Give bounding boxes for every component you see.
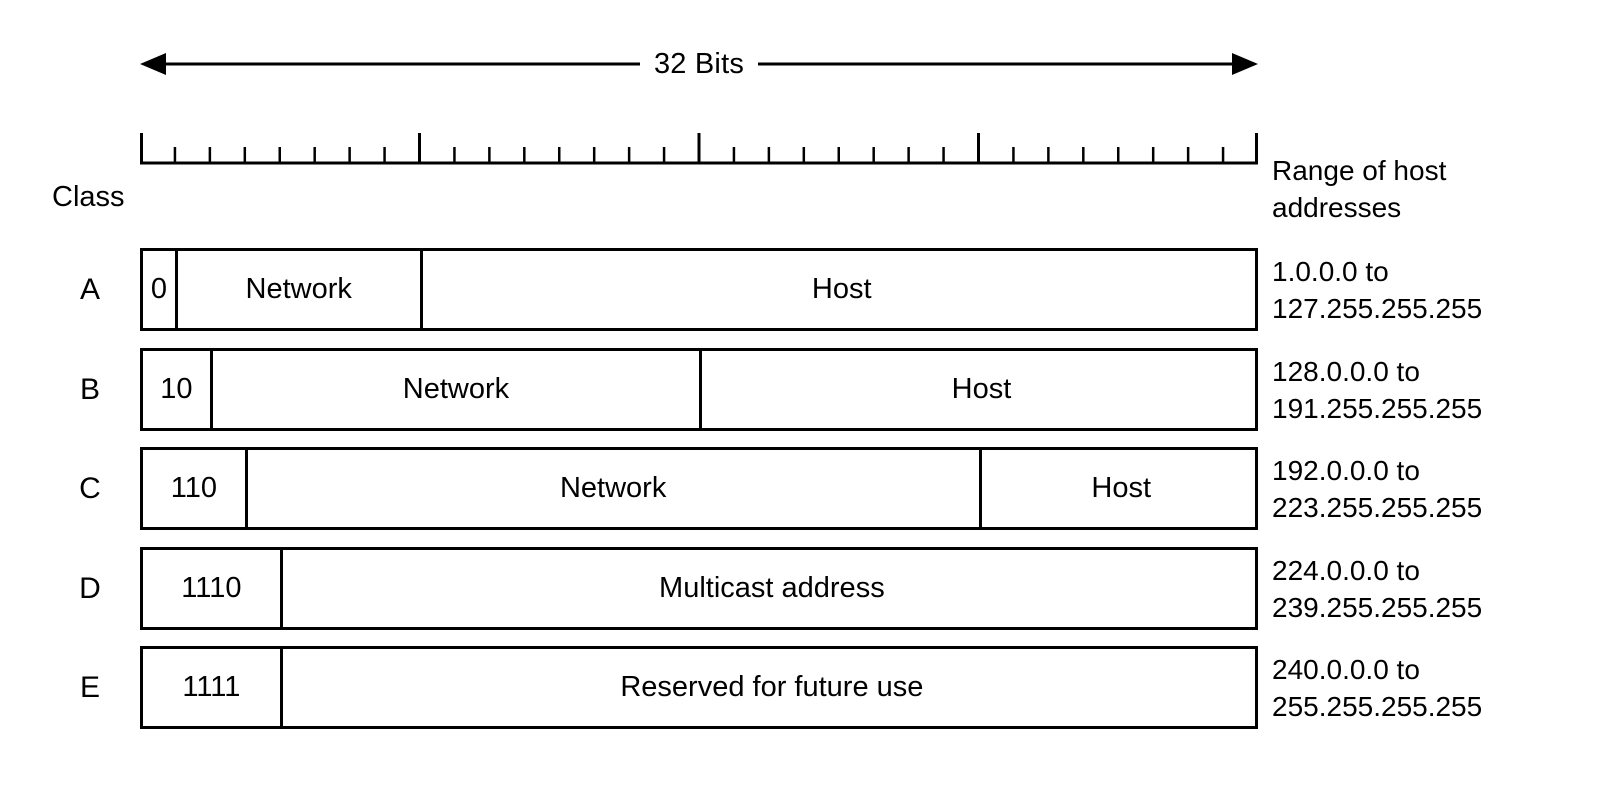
field-label: Multicast address — [659, 572, 885, 604]
class-letter-e: E — [79, 670, 100, 704]
address-range-line2: 191.255.255.255 — [1272, 392, 1483, 424]
field-label: Reserved for future use — [620, 671, 924, 703]
class-letter-a: A — [79, 272, 100, 306]
field-label: Network — [402, 373, 510, 405]
address-range-line1: 1.0.0.0 to — [1272, 255, 1389, 287]
field-label: Host — [951, 373, 1012, 405]
bit-field-row-b: 10 Network Host — [140, 348, 1258, 431]
field-label: Host — [811, 273, 872, 305]
bit-field-row-e: 1111 Reserved for future use — [140, 646, 1258, 729]
address-range-line1: 128.0.0.0 to — [1272, 355, 1420, 387]
address-range-line2: 239.255.255.255 — [1272, 591, 1483, 623]
bit-field-row-d: 1110 Multicast address — [140, 547, 1258, 630]
address-range-b: 128.0.0.0 to 191.255.255.255 — [1272, 353, 1482, 427]
range-caption-line2: addresses — [1272, 192, 1402, 223]
address-range-line1: 192.0.0.0 to — [1272, 454, 1420, 486]
field-network-a: Network — [178, 251, 423, 328]
field-label: 110 — [170, 472, 218, 504]
field-prefix-b: 10 — [143, 351, 213, 428]
address-range-line2: 255.255.255.255 — [1272, 690, 1483, 722]
field-label: 1111 — [182, 671, 241, 703]
class-row: B 10 Network Host 128.0.0.0 to 191.255.255.25… — [0, 348, 1600, 431]
class-letter-b: B — [79, 372, 100, 406]
class-row: E 1111 Reserved for future use 240.0.0.0 to… — [0, 646, 1600, 729]
class-row: C 110 Network Host 192.0.0.0 to 223.255.255.2… — [0, 447, 1600, 530]
field-label: 1110 — [181, 572, 242, 604]
field-label: Host — [1091, 472, 1152, 504]
address-range-c: 192.0.0.0 to 223.255.255.255 — [1272, 452, 1482, 526]
field-network-b: Network — [213, 351, 702, 428]
range-caption-line1: Range of host — [1272, 155, 1447, 186]
bit-ruler — [140, 128, 1264, 173]
ruler-ticks — [140, 133, 1258, 165]
class-row: D 1110 Multicast address 224.0.0.0 to 239.25… — [0, 547, 1600, 630]
bit-field-row-a: 0 Network Host — [140, 248, 1258, 331]
class-column-caption: Class — [52, 181, 125, 213]
field-host-b: Host — [702, 351, 1261, 428]
field-prefix-c: 110 — [143, 450, 248, 527]
field-prefix-a: 0 — [143, 251, 178, 328]
field-prefix-e: 1111 — [143, 649, 283, 726]
address-range-a: 1.0.0.0 to 127.255.255.255 — [1272, 253, 1482, 327]
field-label: 0 — [150, 273, 168, 305]
range-column-caption: Range of host addresses — [1272, 152, 1446, 226]
address-range-line2: 223.255.255.255 — [1272, 491, 1483, 523]
field-label: Network — [245, 273, 352, 305]
field-prefix-d: 1110 — [143, 550, 283, 627]
class-row: A 0 Network Host 1.0.0.0 to 127.255.255.255 — [0, 248, 1600, 331]
bit-field-row-c: 110 Network Host — [140, 447, 1258, 530]
field-multicast-d: Multicast address — [283, 550, 1261, 627]
field-label: Network — [559, 472, 667, 504]
address-range-line1: 240.0.0.0 to — [1272, 653, 1420, 685]
field-host-c: Host — [982, 450, 1262, 527]
address-range-d: 224.0.0.0 to 239.255.255.255 — [1272, 552, 1482, 626]
class-letter-d: D — [79, 571, 101, 605]
bit-width-text: 32 Bits — [639, 48, 759, 80]
address-range-e: 240.0.0.0 to 255.255.255.255 — [1272, 651, 1482, 725]
address-range-line2: 127.255.255.255 — [1272, 292, 1483, 324]
bit-width-label: 32 Bits — [140, 44, 1258, 84]
field-network-c: Network — [248, 450, 982, 527]
field-reserved-e: Reserved for future use — [283, 649, 1261, 726]
address-range-line1: 224.0.0.0 to — [1272, 554, 1420, 586]
class-letter-c: C — [79, 471, 101, 505]
field-label: 10 — [160, 373, 193, 405]
field-host-a: Host — [423, 251, 1262, 328]
